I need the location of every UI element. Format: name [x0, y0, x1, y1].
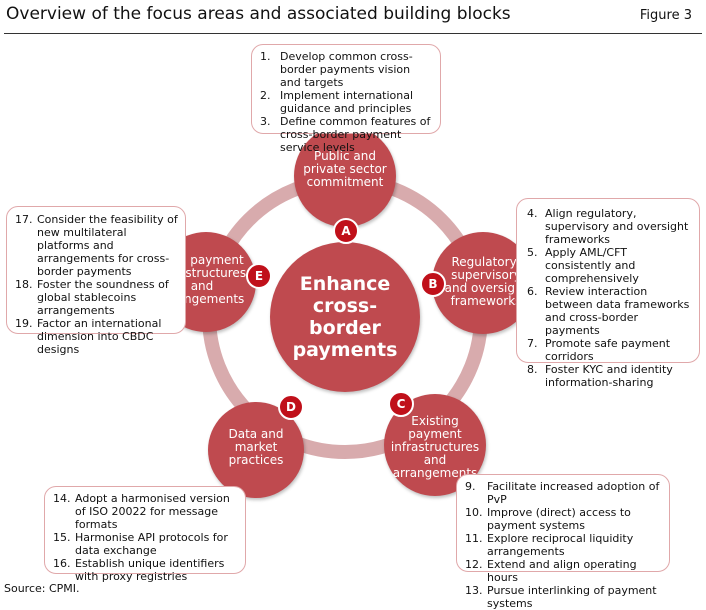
area-d-line: practices: [228, 452, 284, 467]
area-a-line: Public and: [314, 148, 376, 163]
list-item: 6.Review interaction between data framew…: [527, 285, 690, 337]
center-circle: [270, 242, 420, 392]
area-c-line: arrangements: [392, 465, 478, 480]
center-line: Enhance: [299, 273, 391, 295]
area-c-line: Existing: [411, 413, 459, 428]
area-c-line: infrastructures: [390, 439, 480, 454]
badge-b: B: [420, 271, 446, 297]
center-line: payments: [292, 339, 398, 361]
list-item: 15.Harmonise API protocols for data exch…: [53, 531, 228, 557]
focus-area-a-label: Public and private sector commitment: [294, 140, 396, 198]
list-item: 18.Foster the soundness of global stable…: [15, 278, 169, 317]
badge-c: C: [388, 391, 414, 417]
list-item: 17.Consider the feasibility of new multi…: [15, 213, 178, 278]
list-item: 11.Explore reciprocal liquidity arrangem…: [465, 532, 634, 558]
list-item: 10.Improve (direct) access to payment sy…: [465, 506, 631, 532]
list-item: 16.Establish unique identifiers with pro…: [53, 557, 225, 583]
center-line: border: [309, 317, 381, 339]
area-c-line: payment: [408, 426, 462, 441]
list-item: 7.Promote safe payment corridors: [527, 337, 671, 363]
source-note: Source: CPMI.: [4, 582, 80, 595]
building-blocks-c: 9.Facilitate increased adoption of PvP 1…: [456, 474, 670, 610]
area-c-line: and: [423, 452, 447, 467]
badge-e: E: [246, 263, 272, 289]
list-item: 14.Adopt a harmonised version of ISO 200…: [53, 492, 230, 531]
area-b-line: Regulatory,: [451, 255, 521, 269]
list-item: 8.Foster KYC and identity information-sh…: [527, 363, 673, 389]
list-item: 1.Develop common cross-border payments v…: [260, 50, 413, 89]
area-e-line: and: [190, 279, 214, 293]
list-item: 12.Extend and align operating hours: [465, 558, 637, 584]
header-rule: [4, 33, 702, 34]
badge-d: D: [278, 394, 304, 420]
focus-area-b-label: Regulatory, supervisory and oversight fr…: [436, 252, 536, 312]
area-a-line: private sector: [303, 161, 387, 176]
building-blocks-e: 17.Consider the feasibility of new multi…: [6, 206, 186, 356]
figure-title: Overview of the focus areas and associat…: [6, 4, 511, 24]
focus-area-c-label: Existing payment infrastructures and arr…: [384, 414, 486, 480]
building-blocks-d: 14.Adopt a harmonised version of ISO 200…: [44, 486, 246, 583]
area-b-line: frameworks: [450, 294, 522, 308]
building-blocks-a: 1.Develop common cross-border payments v…: [251, 44, 441, 154]
building-blocks-b: 4.Align regulatory, supervisory and over…: [516, 198, 700, 389]
list-item: 2.Implement international guidance and p…: [260, 89, 414, 115]
list-item: 5.Apply AML/CFT consistently and compreh…: [527, 246, 639, 285]
area-a-line: commitment: [306, 174, 384, 189]
badge-a: A: [333, 218, 359, 244]
center-line: cross-: [312, 295, 378, 317]
focus-area-a-circle: [294, 125, 396, 227]
list-item: 4.Align regulatory, supervisory and over…: [527, 207, 689, 246]
list-item: 9.Facilitate increased adoption of PvP: [465, 480, 660, 506]
list-item: 13.Pursue interlinking of payment system…: [465, 584, 657, 610]
focus-area-d-label: Data and market practices: [208, 424, 304, 470]
area-d-line: market: [234, 439, 278, 454]
area-b-line: and oversight: [444, 281, 528, 295]
list-item: 19.Factor an international dimension int…: [15, 317, 162, 356]
area-b-line: supervisory: [451, 268, 521, 282]
list-item: 3.Define common features of cross-border…: [260, 115, 431, 154]
figure-label: Figure 3: [639, 8, 692, 23]
area-d-line: Data and: [228, 426, 284, 441]
center-label: Enhance cross- border payments: [270, 273, 420, 361]
